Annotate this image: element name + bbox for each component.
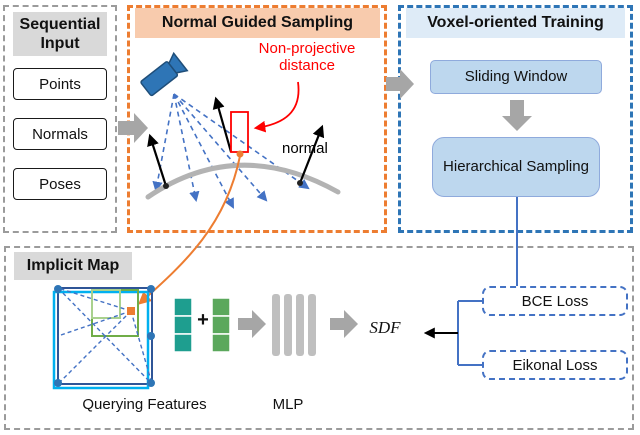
sequential-input-section	[3, 5, 117, 233]
implicit-map-section	[4, 246, 634, 430]
plus-icon: +	[197, 309, 209, 331]
voxel-training-section	[398, 5, 633, 233]
implicit-map-title: Implicit Map	[14, 252, 132, 280]
sequential-input-title: Sequential Input	[13, 12, 107, 57]
querying-features-label: Querying Features	[82, 396, 207, 413]
poses-item: Poses	[13, 168, 107, 200]
mlp-label: MLP	[272, 396, 304, 413]
hierarchical-sampling-box: Hierarchical Sampling	[432, 137, 600, 197]
voxel-training-title: Voxel-oriented Training	[406, 8, 625, 38]
bce-loss-box: BCE Loss	[482, 286, 628, 316]
sdf-label: SDF	[369, 318, 401, 337]
non-projective-distance-label: Non-projective distance	[258, 40, 356, 75]
eikonal-loss-box: Eikonal Loss	[482, 350, 628, 380]
normals-item: Normals	[13, 118, 107, 150]
sliding-window-box: Sliding Window	[430, 60, 602, 94]
normal-label: normal	[282, 140, 328, 157]
points-item: Points	[13, 68, 107, 100]
normal-guided-sampling-title: Normal Guided Sampling	[135, 8, 380, 38]
